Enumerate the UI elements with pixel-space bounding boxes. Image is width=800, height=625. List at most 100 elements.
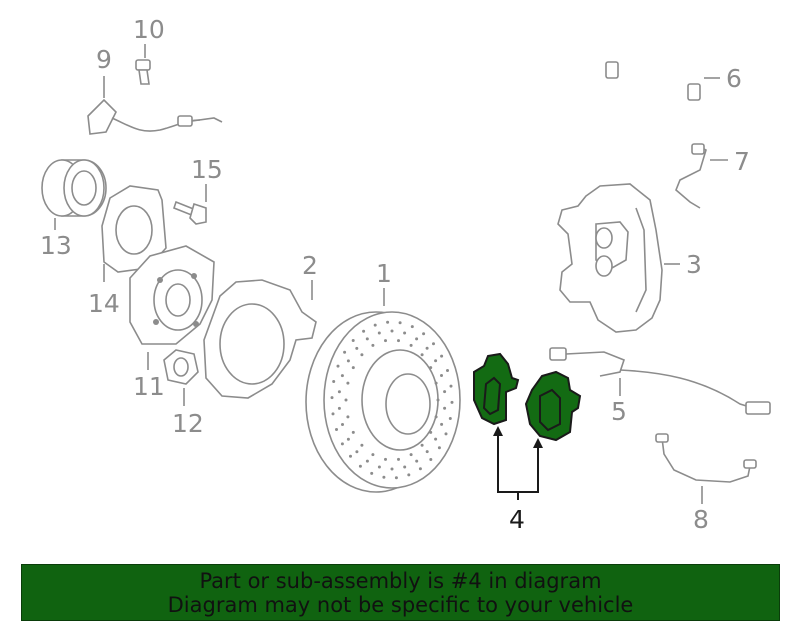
part-10-bleeder-screw[interactable] — [135, 59, 151, 85]
rotor-hole — [434, 437, 438, 441]
rotor-hole — [351, 339, 355, 342]
rotor-hole — [351, 430, 355, 434]
rotor-hole — [371, 343, 375, 347]
rotor-hole — [434, 415, 438, 419]
callout-5[interactable]: 5 — [611, 397, 627, 426]
rotor-hole — [337, 390, 341, 394]
part-5-wear-sensor-cable[interactable] — [549, 347, 771, 415]
brake-parts-diagram: 10 9 13 15 14 11 — [40, 15, 771, 534]
rotor-hole — [409, 453, 413, 457]
callout-8[interactable]: 8 — [693, 505, 709, 534]
callout-13[interactable]: 13 — [40, 231, 72, 260]
rotor-hole — [386, 320, 390, 324]
rotor-hole — [422, 332, 426, 336]
rotor-hole — [346, 415, 350, 419]
callout-15[interactable]: 15 — [191, 155, 223, 184]
callout-12[interactable]: 12 — [172, 409, 204, 438]
rotor-hole — [450, 400, 454, 404]
rotor-hole — [443, 406, 447, 410]
rotor-hole — [449, 384, 453, 388]
part-1-brake-rotor[interactable] — [305, 311, 461, 493]
rotor-hole — [390, 329, 394, 333]
rotor-hole — [336, 364, 340, 368]
rotor-hole — [415, 459, 419, 463]
rotor-hole — [346, 437, 350, 441]
rotor-hole — [432, 342, 435, 346]
callout-11[interactable]: 11 — [133, 372, 165, 401]
rotor-hole — [394, 476, 398, 480]
rotor-hole — [377, 331, 381, 335]
leader-4-arrow-right — [533, 438, 543, 448]
leader-4-arrow-left — [493, 426, 503, 436]
part-8-brake-line[interactable] — [655, 433, 757, 483]
part-2-dust-shield[interactable] — [203, 279, 317, 399]
callout-9[interactable]: 9 — [96, 45, 112, 74]
part-4-brake-pad-set[interactable] — [473, 352, 582, 442]
rotor-hole — [355, 450, 359, 454]
rotor-hole — [407, 473, 411, 477]
part-3-brake-caliper[interactable] — [557, 183, 663, 333]
rotor-hole — [346, 381, 350, 385]
rotor-hole — [382, 475, 386, 479]
rotor-hole — [384, 457, 387, 461]
rotor-hole — [343, 350, 347, 354]
rotor-hole — [365, 337, 369, 341]
part-15-bolt[interactable] — [173, 200, 207, 225]
rotor-hole — [349, 454, 352, 458]
rotor-hole — [362, 329, 366, 333]
rotor-hole — [340, 374, 344, 378]
rotor-hole — [437, 446, 441, 450]
rotor-hole — [434, 359, 438, 363]
rotor-hole — [410, 325, 414, 329]
rotor-hole — [330, 396, 334, 400]
rotor-hole — [420, 353, 424, 357]
rotor-hole — [403, 331, 407, 335]
callout-7[interactable]: 7 — [734, 147, 750, 176]
rotor-hole — [337, 406, 341, 410]
callout-2[interactable]: 2 — [302, 251, 318, 280]
callout-14[interactable]: 14 — [88, 289, 120, 318]
part-11-wheel-hub[interactable] — [129, 245, 215, 345]
rotor-hole — [373, 323, 377, 327]
rotor-hole — [429, 458, 433, 461]
callout-4[interactable]: 4 — [509, 505, 525, 534]
rotor-hole — [371, 453, 375, 457]
part-14-bearing-plate[interactable] — [101, 185, 167, 273]
rotor-hole — [397, 457, 400, 461]
rotor-hole — [332, 380, 336, 383]
rotor-hole — [420, 443, 424, 447]
rotor-hole — [444, 432, 448, 436]
rotor-hole — [344, 398, 348, 402]
rotor-hole — [429, 366, 433, 370]
callout-10[interactable]: 10 — [133, 15, 165, 44]
part-6-brake-hose[interactable] — [605, 22, 701, 101]
part-7-brake-line[interactable] — [675, 143, 707, 209]
rotor-hole — [340, 442, 344, 446]
rotor-hole — [341, 423, 344, 426]
rotor-hole — [434, 381, 438, 385]
rotor-hole — [335, 428, 338, 431]
rotor-hole — [448, 417, 452, 420]
rotor-hole — [440, 422, 444, 426]
callout-1[interactable]: 1 — [376, 259, 392, 288]
callout-6[interactable]: 6 — [726, 64, 742, 93]
part-12-nut[interactable] — [163, 349, 199, 385]
rotor-hole — [440, 374, 443, 377]
rotor-hole — [346, 359, 350, 363]
rotor-hole — [377, 465, 381, 469]
rotor-hole — [436, 398, 440, 402]
diagram-notice-banner: Part or sub-assembly is #4 in diagram Di… — [21, 564, 780, 621]
rotor-hole — [409, 343, 413, 347]
banner-line-1: Part or sub-assembly is #4 in diagram — [199, 568, 602, 593]
rotor-hole — [351, 366, 355, 370]
leader-4 — [497, 428, 539, 493]
rotor-hole — [370, 471, 374, 475]
rotor-hole — [360, 443, 364, 447]
rotor-hole — [360, 353, 364, 357]
rotor-hole — [425, 450, 429, 454]
rotor-hole — [397, 339, 400, 343]
part-13-wheel-bearing[interactable] — [41, 159, 107, 217]
callout-3[interactable]: 3 — [686, 250, 702, 279]
rotor-hole — [403, 465, 407, 469]
part-9-wear-sensor[interactable] — [87, 98, 223, 135]
